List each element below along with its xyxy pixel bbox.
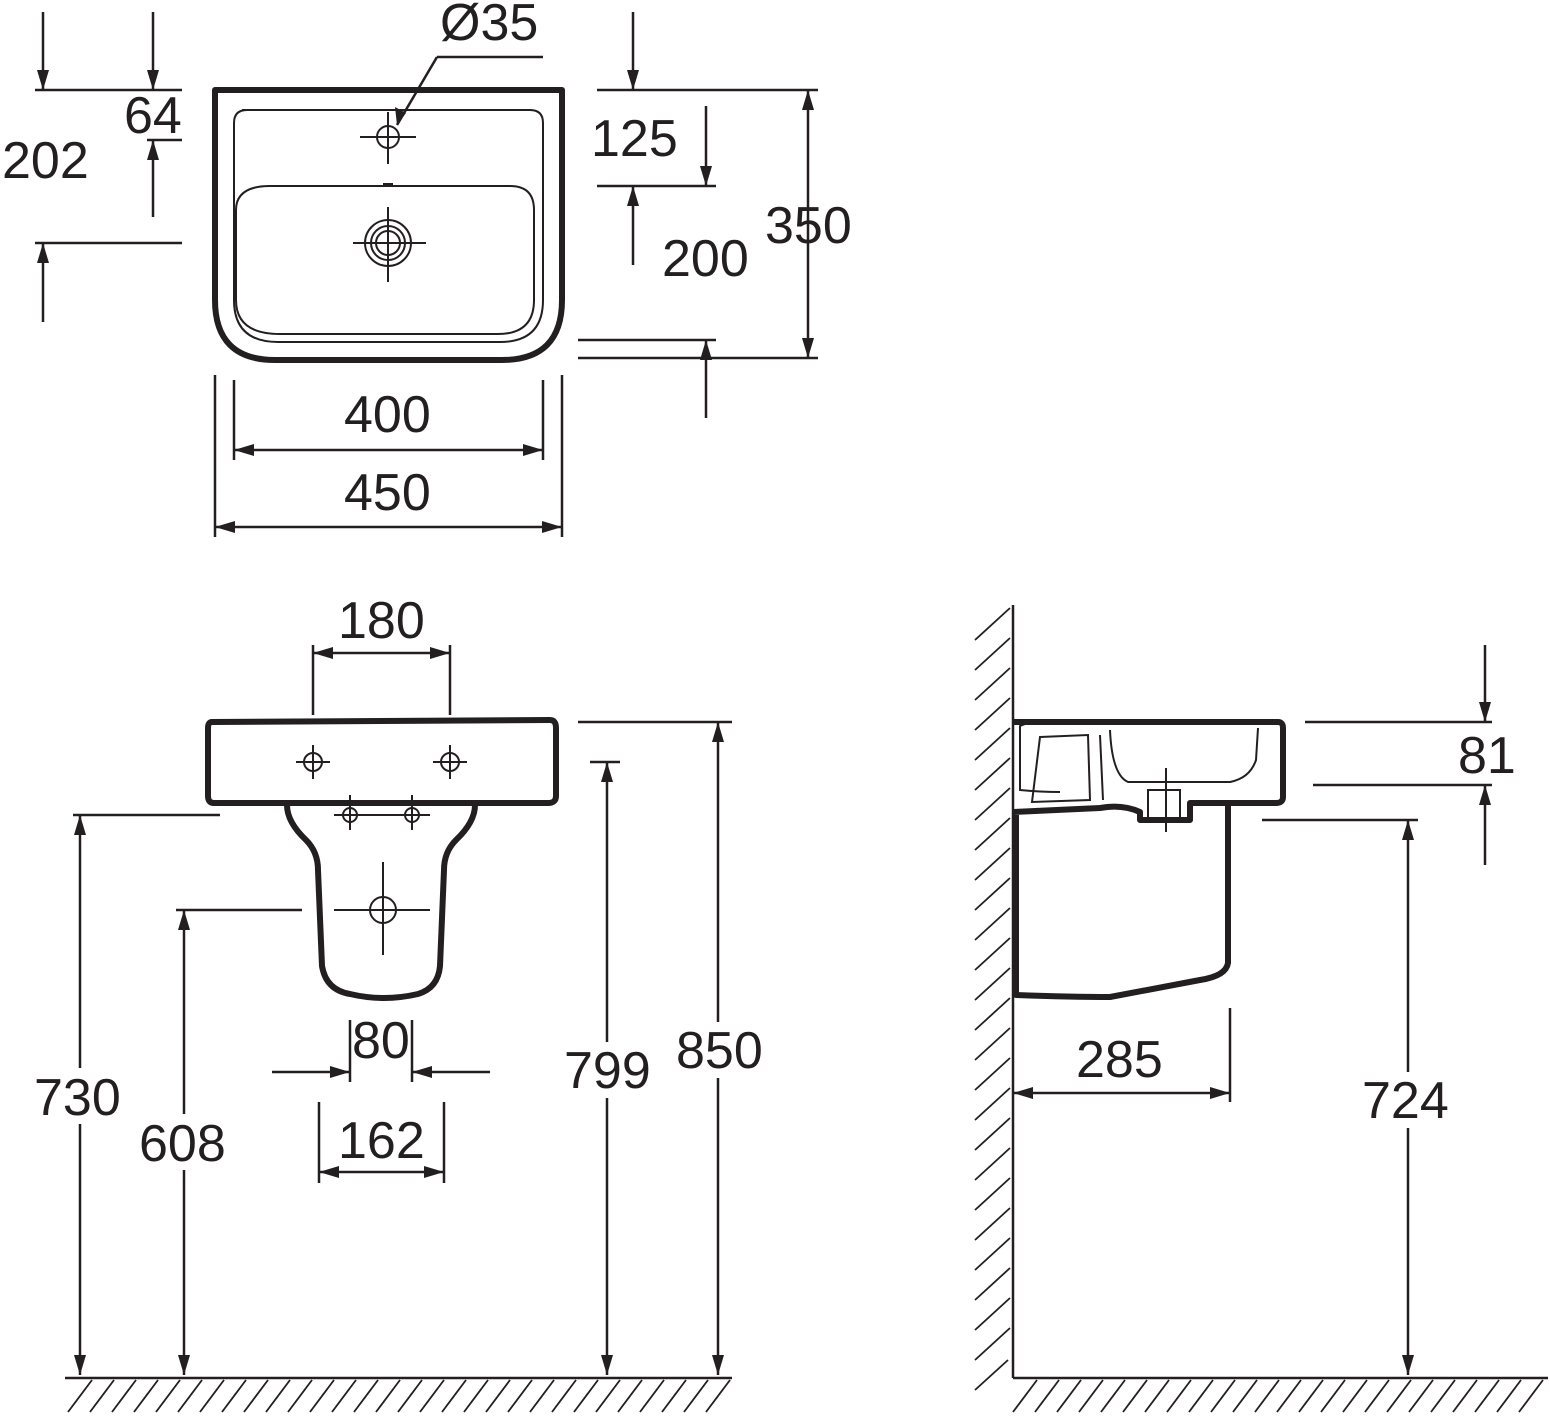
dim-tap-to-drain: 125 <box>591 110 678 168</box>
basin-outline-front <box>205 717 559 806</box>
dim-tap-hole-diameter: Ø35 <box>440 0 538 52</box>
wall-hatching <box>974 607 1011 1391</box>
top-view: Ø35 64 202 125 200 350 <box>2 0 852 537</box>
front-view: 180 80 162 730 608 7 <box>30 592 774 1413</box>
dim-top-to-tap: 64 <box>124 87 182 145</box>
dim-pedestal-top-height: 724 <box>1362 1072 1449 1130</box>
basin-bowl <box>235 185 535 335</box>
dim-pedestal-width: 162 <box>338 1112 425 1170</box>
dim-top-to-bowl: 202 <box>2 132 89 190</box>
dim-fixing-spacing: 180 <box>338 592 425 650</box>
basin-outline-top <box>212 87 565 363</box>
dim-pedestal-hole-spacing: 80 <box>352 1012 410 1070</box>
side-view: 285 81 724 <box>974 605 1548 1413</box>
dim-basin-depth: 350 <box>765 197 852 255</box>
dim-overall-width: 450 <box>344 464 431 522</box>
pedestal-holes <box>334 795 430 830</box>
dim-inner-width: 400 <box>344 386 431 444</box>
fixing-hole-left <box>296 745 330 779</box>
dim-pedestal-bottom-height: 730 <box>34 1069 121 1127</box>
floor-hatching-front <box>67 1379 731 1413</box>
dim-basin-rim-height: 850 <box>676 1022 763 1080</box>
fixing-hole-right <box>433 745 467 779</box>
dim-projection-from-wall: 285 <box>1076 1031 1163 1089</box>
pedestal-section <box>1013 800 1231 1000</box>
dim-drain-to-front: 200 <box>662 230 749 288</box>
dim-rim-thickness: 81 <box>1458 727 1516 785</box>
floor-hatching-side <box>1012 1379 1544 1413</box>
basin-section <box>1012 719 1286 823</box>
dim-basin-underside-height: 799 <box>564 1042 651 1100</box>
drain-hole <box>353 207 426 282</box>
waste-hole <box>334 862 430 955</box>
pedestal-outline <box>284 804 478 1001</box>
dim-waste-height: 608 <box>139 1115 226 1173</box>
tap-hole <box>360 112 416 164</box>
basin-inner-rim <box>233 109 544 343</box>
